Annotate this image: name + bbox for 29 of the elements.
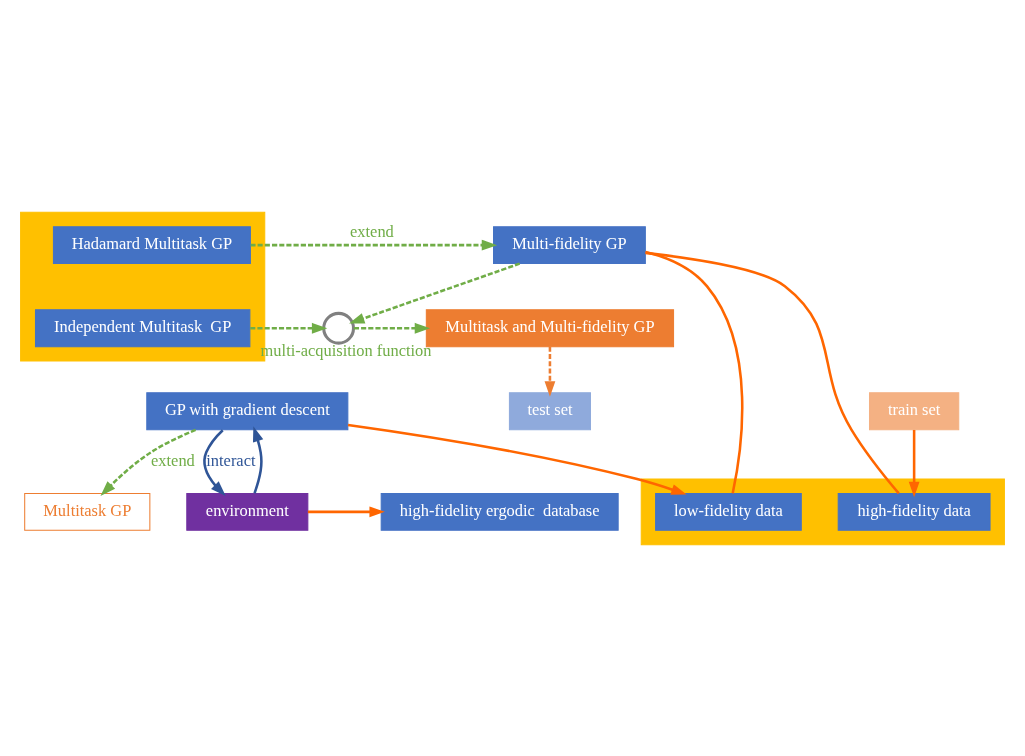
node-box: high-fidelity ergodic database <box>380 492 619 531</box>
node-box: test set <box>508 391 591 430</box>
connector <box>645 251 900 494</box>
node-box: Multitask GP <box>24 492 151 531</box>
edge-label: extend <box>350 221 394 241</box>
node-box: environment <box>186 492 309 531</box>
node-box: Independent Multitask GP <box>34 308 251 347</box>
arrow <box>353 322 431 334</box>
node-box: Multi-fidelity GP <box>493 225 646 264</box>
node-box: GP with gradient descent <box>146 391 349 430</box>
arrow <box>908 429 920 497</box>
node-box: train set <box>869 391 960 430</box>
node-box: Multitask and Multi-fidelity GP <box>425 308 675 347</box>
arrow <box>203 428 226 496</box>
arrow <box>347 423 687 495</box>
node-circle <box>322 311 356 345</box>
node-box: high-fidelity data <box>837 492 991 531</box>
arrow <box>307 505 385 517</box>
edge-label: extend <box>151 449 195 469</box>
arrow <box>250 322 328 334</box>
connector <box>645 250 744 493</box>
arrow <box>544 346 556 397</box>
node-box: Hadamard Multitask GP <box>52 225 251 264</box>
arrow <box>100 428 197 496</box>
arrow <box>252 425 264 494</box>
arrow <box>250 239 498 251</box>
node-box: low-fidelity data <box>655 492 802 531</box>
edge-label: interact <box>206 449 256 469</box>
arrow <box>349 261 521 324</box>
